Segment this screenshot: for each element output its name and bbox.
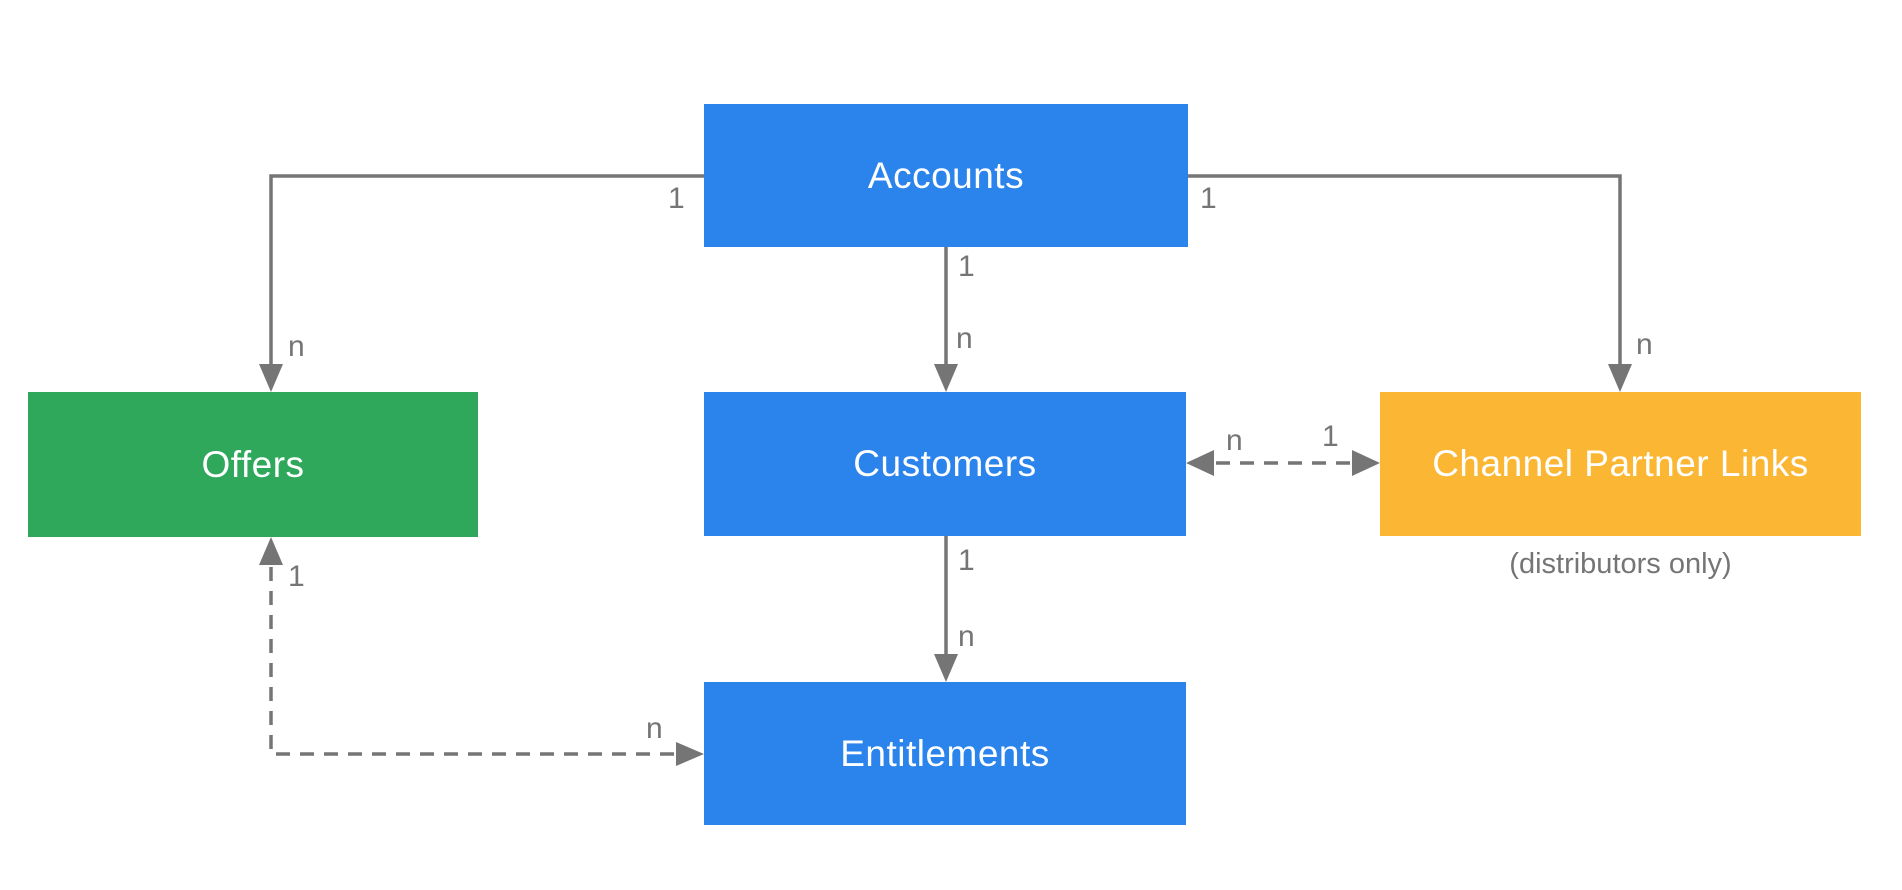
mult-customers-channel-partner-links-n: n <box>1226 424 1243 457</box>
node-accounts-label: Accounts <box>867 154 1025 196</box>
node-offers-label: Offers <box>201 443 305 485</box>
node-customers: Customers <box>704 392 1186 536</box>
edge-customers-channel-partner-links <box>1186 450 1380 476</box>
mult-accounts-customers-1: 1 <box>958 250 975 283</box>
node-entitlements: Entitlements <box>704 682 1186 825</box>
node-channel-partner-links-label: Channel Partner Links <box>1432 443 1809 484</box>
mult-accounts-channel-partner-links-1: 1 <box>1200 182 1217 215</box>
mult-accounts-channel-partner-links-n: n <box>1636 328 1653 361</box>
node-offers: Offers <box>28 392 478 537</box>
channel-partner-links-caption: (distributors only) <box>1509 548 1732 580</box>
mult-customers-entitlements-n: n <box>958 620 975 653</box>
node-channel-partner-links: Channel Partner Links <box>1380 392 1861 536</box>
edge-accounts-channel-partner-links <box>1188 174 1632 392</box>
node-customers-label: Customers <box>853 443 1037 484</box>
edge-accounts-customers <box>934 247 958 392</box>
node-entitlements-label: Entitlements <box>840 732 1050 774</box>
mult-offers-entitlements-1: 1 <box>288 560 305 593</box>
node-accounts: Accounts <box>704 104 1188 247</box>
mult-accounts-offers-1: 1 <box>668 182 685 215</box>
mult-customers-channel-partner-links-1: 1 <box>1322 420 1339 453</box>
edge-customers-entitlements <box>934 536 958 682</box>
edge-offers-entitlements <box>259 537 704 766</box>
mult-accounts-offers-n: n <box>288 330 305 363</box>
mult-accounts-customers-n: n <box>956 322 973 355</box>
mult-offers-entitlements-n: n <box>646 712 663 745</box>
edge-accounts-offers <box>259 174 704 392</box>
mult-customers-entitlements-1: 1 <box>958 544 975 577</box>
